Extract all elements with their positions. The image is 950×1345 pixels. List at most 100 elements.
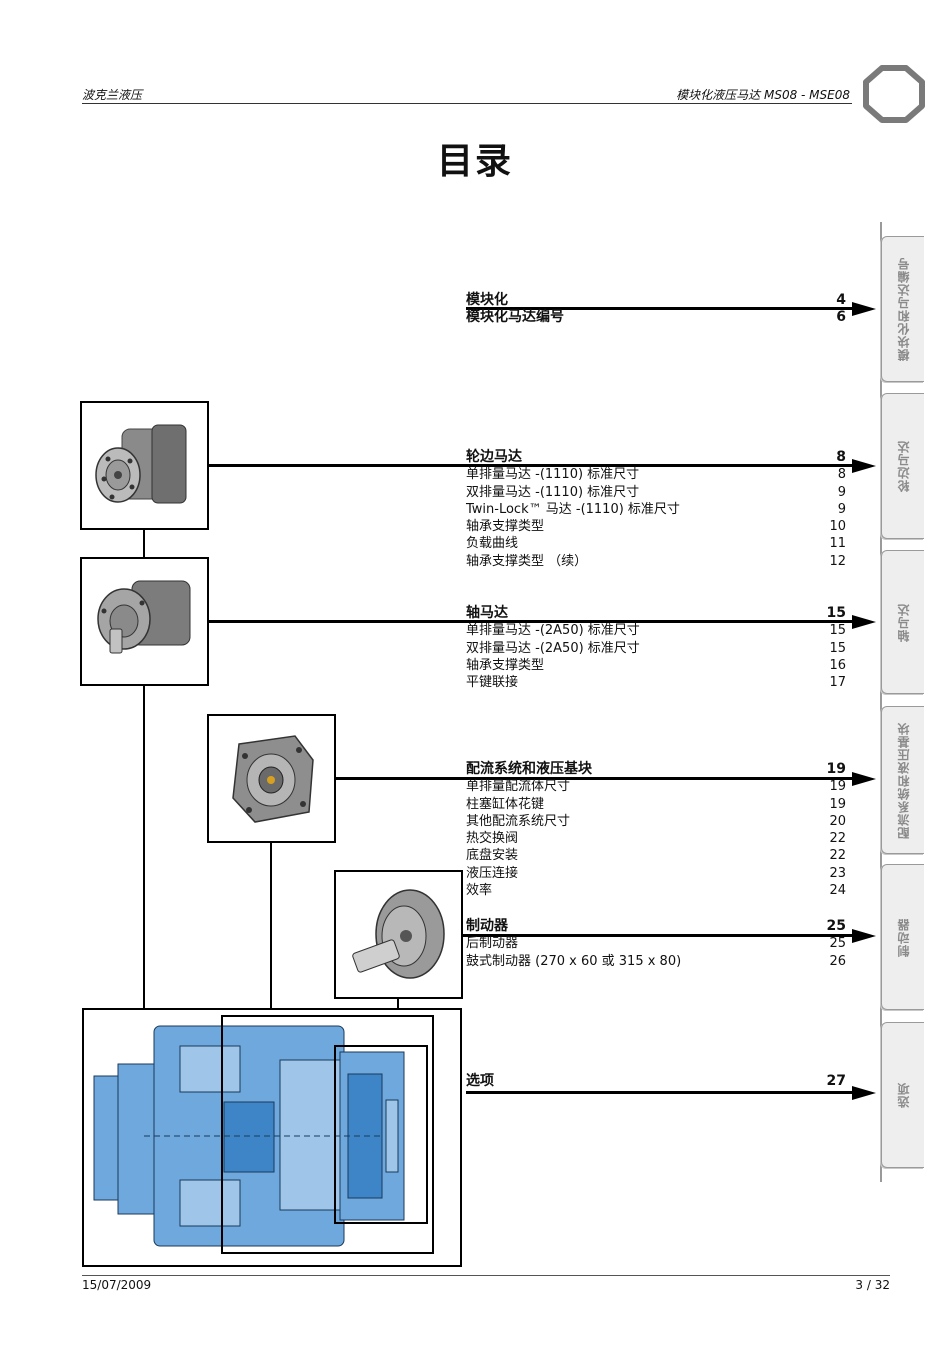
- wheel-motor-image: [80, 401, 209, 530]
- toc-entry-label: 热交换阀: [466, 831, 519, 847]
- tab-options[interactable]: 选项: [881, 1022, 924, 1168]
- toc-entry[interactable]: 液压连接 23: [466, 865, 846, 882]
- header-rule: [82, 103, 852, 104]
- arrow-line: [207, 620, 854, 623]
- toc-entry-page: 9: [837, 484, 846, 500]
- distribution-block-image: [207, 714, 336, 843]
- toc-entry[interactable]: 鼓式制动器 (270 x 60 或 315 x 80)26: [466, 953, 846, 970]
- tab-label: 轴马达: [896, 602, 911, 642]
- toc-entry-page: 10: [829, 519, 846, 535]
- toc-entry[interactable]: 轴承支撑类型 10: [466, 518, 846, 535]
- toc-entry-label: 液压连接: [466, 865, 519, 881]
- cutaway-brake-frame: [334, 1045, 428, 1224]
- toc-entry-label: 其他配流系统尺寸: [466, 813, 571, 829]
- toc-entry-page: 26: [829, 953, 846, 969]
- toc-entry-label: 轴承支撑类型: [466, 657, 545, 673]
- toc-entry-heading[interactable]: 轴马达 15: [466, 605, 846, 622]
- toc-entry-page: 25: [826, 918, 846, 934]
- tab-shaft-motor[interactable]: 轴马达: [881, 550, 924, 694]
- tab-brake[interactable]: 制动器: [881, 864, 924, 1010]
- toc-entry-page: 27: [826, 1073, 846, 1089]
- toc-entry-page: 8: [836, 449, 846, 465]
- brake-icon: [352, 889, 445, 979]
- toc-entry-page: 15: [826, 605, 846, 621]
- connector-line: [270, 841, 272, 1018]
- toc-entry[interactable]: Twin-Lock™ 马达 -(1110) 标准尺寸 9: [466, 501, 846, 518]
- toc-entry-label: 柱塞缸体花键: [466, 796, 545, 812]
- toc-entry[interactable]: 轴承支撑类型 （续）12: [466, 553, 846, 570]
- toc-entry-page: 12: [829, 553, 846, 569]
- footer-page-number: 3 / 32: [855, 1278, 890, 1292]
- toc-entry-label: 模块化: [466, 292, 508, 308]
- side-tab-rail: [880, 222, 882, 1182]
- tab-distribution[interactable]: 配流系统和液压基块: [881, 706, 924, 854]
- connector-line: [143, 685, 145, 1010]
- toc-entry-label: 单排量马达 -(1110) 标准尺寸: [466, 467, 640, 483]
- brand-logo-icon: [863, 65, 925, 123]
- arrow-head-icon: [852, 302, 876, 316]
- arrow-head-icon: [852, 772, 876, 786]
- toc-entry-page: 15: [829, 640, 846, 656]
- arrow-line: [466, 1091, 854, 1094]
- brake-image: [334, 870, 463, 999]
- toc-entry-heading[interactable]: 制动器 25: [466, 918, 846, 935]
- page-title: 目录: [436, 141, 513, 182]
- motor-cutaway-icon: [93, 1025, 405, 1247]
- toc-entry-page: 23: [829, 865, 846, 881]
- tab-label: 选项: [896, 1082, 911, 1108]
- toc-entry-page: 19: [829, 779, 846, 795]
- toc-entry-label: 效率: [466, 883, 493, 899]
- toc-entry-label: 单排量马达 -(2A50) 标准尺寸: [466, 623, 640, 639]
- arrow-head-icon: [852, 459, 876, 473]
- toc-entry-page: 17: [829, 675, 846, 691]
- toc-entry-label: 轴马达: [466, 605, 508, 621]
- shaft-motor-icon: [97, 580, 191, 654]
- toc-entry-label: Twin-Lock™ 马达 -(1110) 标准尺寸: [466, 501, 680, 517]
- toc-entry-page: 22: [829, 831, 846, 847]
- tab-label: 模块化和马达编号: [896, 257, 911, 361]
- tab-wheel-motor[interactable]: 轮边马达: [881, 393, 924, 539]
- toc-entry-page: 19: [826, 761, 846, 777]
- arrow-head-icon: [852, 1086, 876, 1100]
- cutaway-highlight-frame: [221, 1015, 434, 1254]
- toc-entry-page: 9: [837, 501, 846, 517]
- arrow-head-icon: [852, 615, 876, 629]
- footer-rule: [82, 1275, 890, 1276]
- toc-entry-page: 24: [829, 883, 846, 899]
- toc-entry-page: 6: [836, 309, 846, 326]
- toc-entry-page: 20: [829, 813, 846, 829]
- toc-entry[interactable]: 热交换阀 22: [466, 830, 846, 847]
- toc-entry[interactable]: 效率 24: [466, 882, 846, 899]
- tab-label: 配流系统和液压基块: [896, 721, 911, 839]
- toc-entry-label: 制动器: [466, 918, 508, 934]
- wheel-motor-icon: [95, 424, 187, 504]
- shaft-motor-image: [80, 557, 209, 686]
- toc-entry[interactable]: 其他配流系统尺寸 20: [466, 813, 846, 830]
- tab-modularity[interactable]: 模块化和马达编号: [881, 236, 924, 382]
- toc-entry-page: 19: [829, 796, 846, 812]
- toc-entry[interactable]: 柱塞缸体花键 19: [466, 796, 846, 813]
- toc-entry-page: 25: [829, 936, 846, 952]
- header-doc-title: 模块化液压马达 MS08 - MSE08: [676, 88, 850, 102]
- toc-entry-label: 轴承支撑类型: [466, 519, 545, 535]
- tab-label: 轮边马达: [896, 440, 911, 492]
- distribution-block-icon: [232, 735, 314, 823]
